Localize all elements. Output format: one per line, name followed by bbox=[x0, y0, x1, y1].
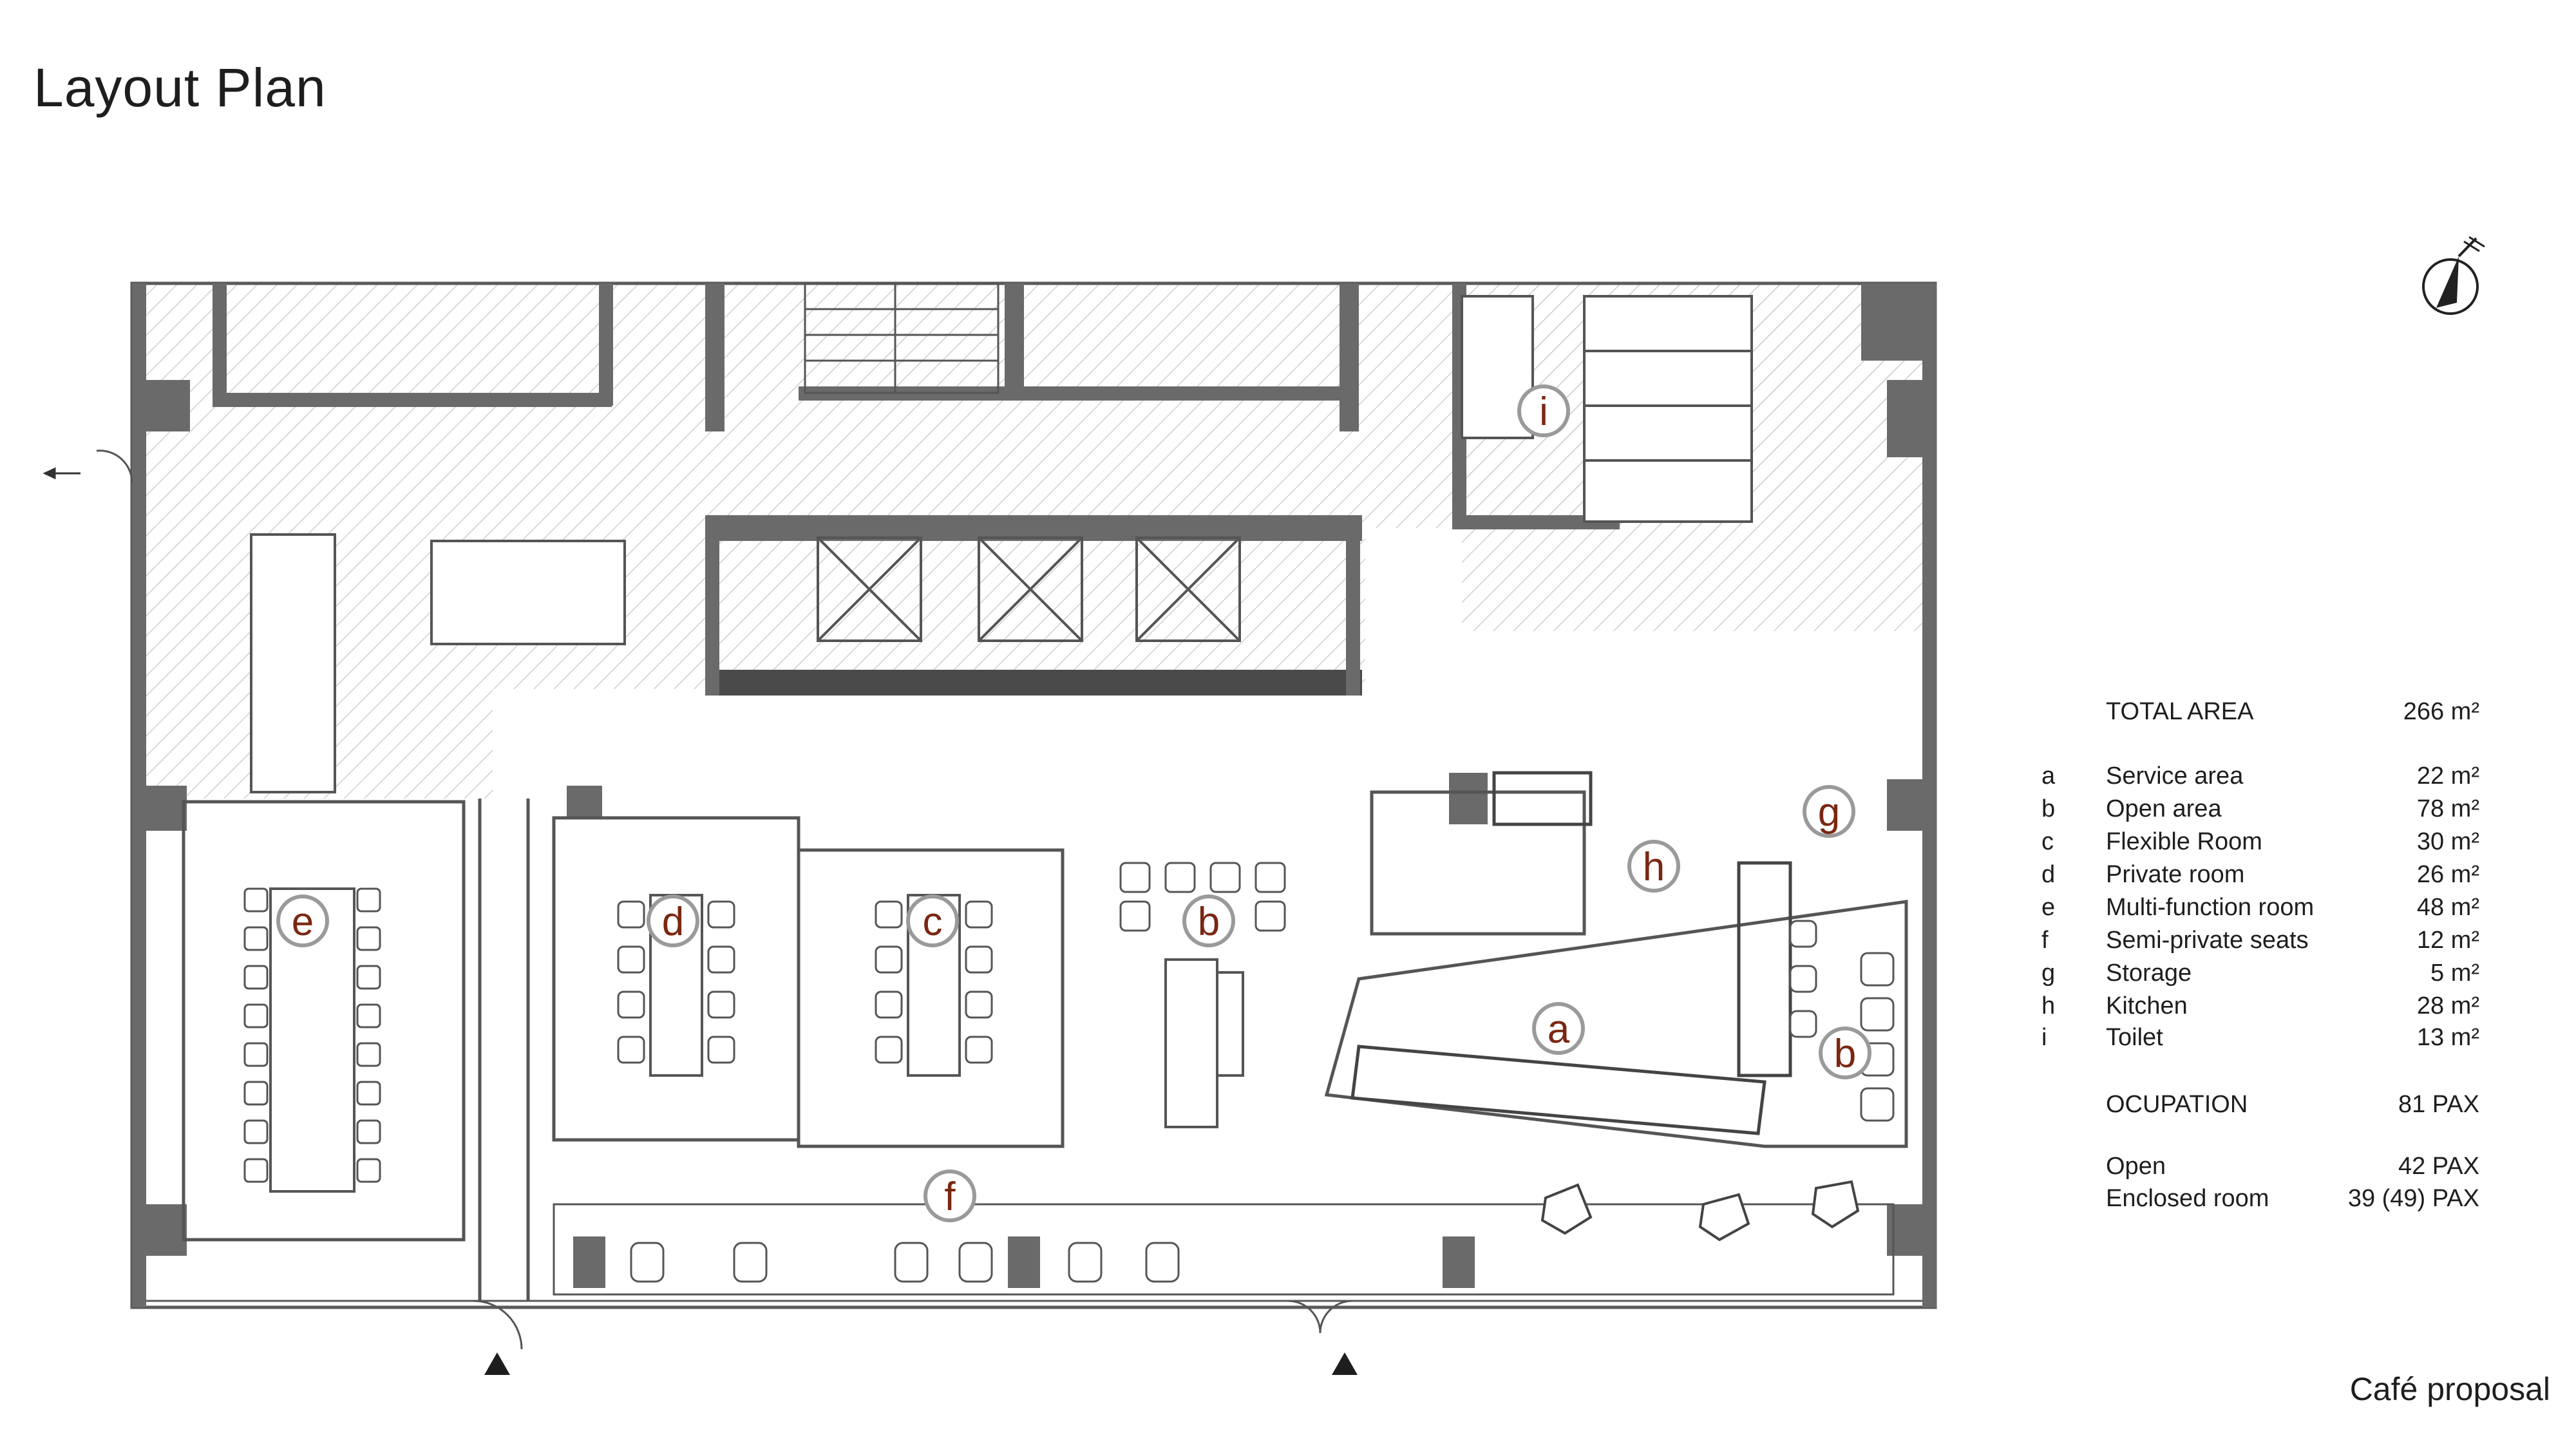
room-label-b-text: b bbox=[1198, 900, 1220, 944]
open-pax-label: Open bbox=[2106, 1153, 2166, 1180]
room-name: Multi-function room bbox=[2106, 894, 2315, 921]
enclosed-pax-label: Enclosed room bbox=[2106, 1185, 2269, 1212]
room-label-c: c bbox=[906, 895, 959, 947]
room-area: 12 m² bbox=[2416, 927, 2479, 954]
page-title: Layout Plan bbox=[33, 57, 327, 118]
room-area: 78 m² bbox=[2416, 795, 2479, 822]
room-area: 48 m² bbox=[2416, 894, 2479, 921]
room-name: Toilet bbox=[2106, 1024, 2163, 1051]
occupation-row: OCUPATION 81 PAX bbox=[2041, 1091, 2479, 1122]
room-name: Private room bbox=[2106, 861, 2245, 888]
room-name: Open area bbox=[2106, 795, 2222, 822]
room-area-row: g Storage 5 m² bbox=[2041, 960, 2479, 990]
room-label-e-text: e bbox=[292, 900, 314, 944]
room-area-row: c Flexible Room 30 m² bbox=[2041, 828, 2479, 859]
room-code: d bbox=[2041, 861, 2056, 888]
room-label-b-2: b bbox=[1819, 1027, 1871, 1079]
open-pax-value: 42 PAX bbox=[2398, 1153, 2479, 1180]
room-label-h: h bbox=[1627, 840, 1680, 893]
north-arrow-icon bbox=[2422, 236, 2485, 315]
room-name: Semi-private seats bbox=[2106, 927, 2309, 954]
room-code: h bbox=[2041, 992, 2056, 1019]
room-label-i-text: i bbox=[1539, 390, 1548, 434]
tables bbox=[269, 887, 1244, 1193]
total-area-value: 266 m² bbox=[2403, 698, 2479, 725]
room-label-c-text: c bbox=[923, 900, 943, 944]
room-code: b bbox=[2041, 795, 2056, 822]
room-label-f-text: f bbox=[944, 1175, 956, 1219]
room-code: e bbox=[2041, 894, 2056, 921]
room-area: 5 m² bbox=[2430, 960, 2479, 987]
enclosed-pax-value: 39 (49) PAX bbox=[2347, 1185, 2479, 1212]
room-label-h-text: h bbox=[1643, 845, 1665, 889]
room-label-i: i bbox=[1517, 384, 1570, 437]
room-area-row: i Toilet 13 m² bbox=[2041, 1024, 2479, 1055]
room-label-d-text: d bbox=[662, 900, 684, 944]
room-label-f: f bbox=[923, 1170, 976, 1222]
room-label-b: b bbox=[1182, 895, 1235, 947]
room-area: 22 m² bbox=[2416, 762, 2479, 790]
lounge-chairs bbox=[1540, 1180, 1860, 1242]
toilet-block bbox=[250, 295, 1753, 793]
occupation-label: OCUPATION bbox=[2106, 1091, 2248, 1118]
room-label-b-2-text: b bbox=[1834, 1032, 1856, 1076]
room-name: Kitchen bbox=[2106, 992, 2188, 1019]
total-area-label: TOTAL AREA bbox=[2106, 698, 2254, 725]
entry-doors bbox=[96, 450, 1353, 1350]
room-code: f bbox=[2041, 927, 2049, 954]
room-area: 30 m² bbox=[2416, 828, 2479, 855]
enclosed-pax-row: Enclosed room 39 (49) PAX bbox=[2041, 1185, 2479, 1216]
room-label-a-text: a bbox=[1548, 1007, 1570, 1052]
stair bbox=[804, 282, 999, 394]
caption: Café proposal bbox=[2349, 1371, 2550, 1407]
total-area-row: TOTAL AREA 266 m² bbox=[2041, 698, 2479, 729]
room-area-row: h Kitchen 28 m² bbox=[2041, 992, 2479, 1023]
chairs bbox=[243, 862, 1895, 1283]
room-area-row: b Open area 78 m² bbox=[2041, 795, 2479, 826]
elevator-shafts bbox=[817, 536, 1241, 642]
room-area-row: f Semi-private seats 12 m² bbox=[2041, 927, 2479, 958]
core-walls bbox=[132, 283, 1937, 1307]
room-code: a bbox=[2041, 762, 2056, 790]
room-area: 13 m² bbox=[2416, 1024, 2479, 1051]
room-code: g bbox=[2041, 960, 2056, 987]
room-label-a: a bbox=[1532, 1002, 1585, 1055]
service-counter bbox=[1350, 771, 1792, 1135]
room-code: i bbox=[2041, 1024, 2047, 1051]
room-area-row: a Service area 22 m² bbox=[2041, 762, 2479, 793]
exit-arrow-icon bbox=[43, 467, 80, 480]
room-area-row: e Multi-function room 48 m² bbox=[2041, 894, 2479, 925]
room-name: Storage bbox=[2106, 960, 2192, 987]
room-label-e: e bbox=[276, 895, 329, 947]
room-name: Service area bbox=[2106, 762, 2244, 790]
room-area: 26 m² bbox=[2416, 861, 2479, 888]
open-pax-row: Open 42 PAX bbox=[2041, 1153, 2479, 1184]
entrance-markers bbox=[484, 1352, 1358, 1375]
room-area: 28 m² bbox=[2416, 992, 2479, 1019]
room-label-d: d bbox=[647, 895, 699, 947]
room-code: c bbox=[2041, 828, 2054, 855]
room-label-g-text: g bbox=[1818, 790, 1840, 835]
room-name: Flexible Room bbox=[2106, 828, 2262, 855]
room-partitions bbox=[182, 790, 1908, 1301]
room-area-row: d Private room 26 m² bbox=[2041, 861, 2479, 892]
room-label-g: g bbox=[1803, 785, 1855, 838]
occupation-value: 81 PAX bbox=[2398, 1091, 2479, 1118]
